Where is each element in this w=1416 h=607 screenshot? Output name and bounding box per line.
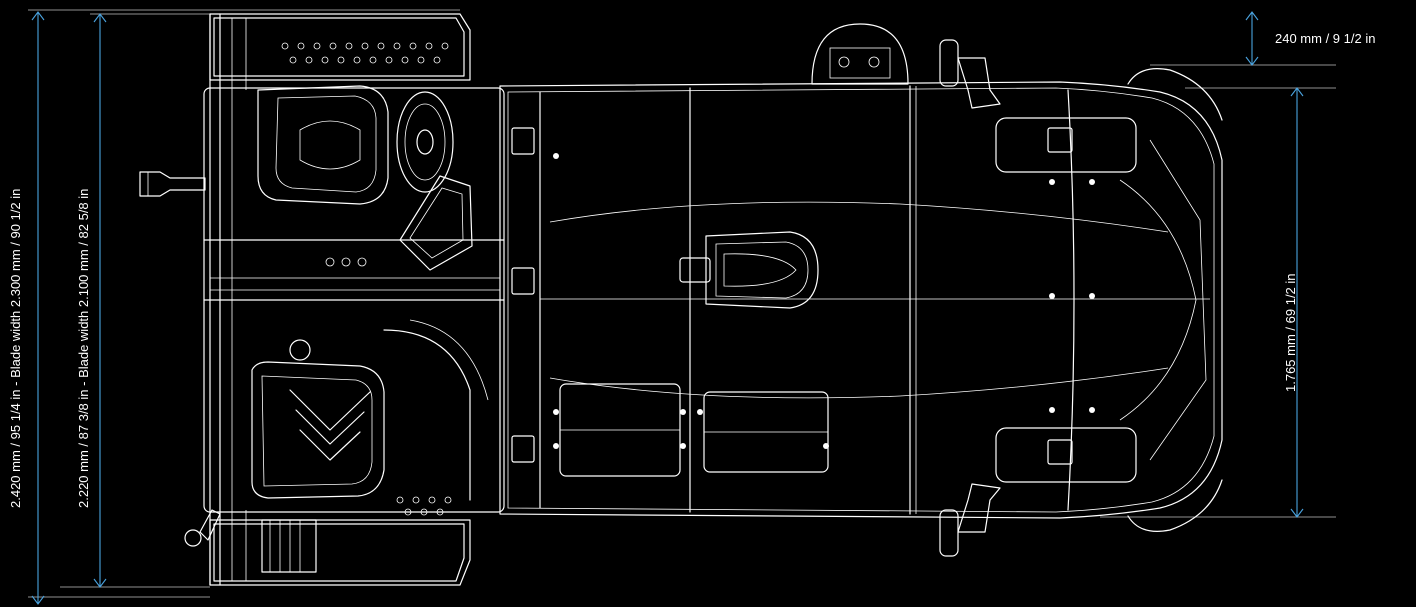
overall-width-label: 2.420 mm / 95 1/4 in - Blade width 2.300… [8, 189, 23, 508]
steering-wheel [396, 91, 454, 193]
step-plate-top [281, 42, 449, 64]
exhaust-unit [811, 23, 909, 85]
track-width-label: 1.765 mm / 69 1/2 in [1283, 273, 1298, 392]
dimension-offset: 240 mm / 9 1/2 in [1150, 11, 1375, 66]
mirror-bottom [939, 483, 1001, 557]
offset-label: 240 mm / 9 1/2 in [1275, 31, 1375, 46]
vehicle-body [499, 81, 1223, 519]
front-bumper [1127, 68, 1223, 532]
inner-width-label: 2.220 mm / 87 3/8 in - Blade width 2.100… [76, 189, 91, 508]
driver-seat [257, 85, 389, 205]
mirror-top [939, 39, 1001, 109]
dimension-overall-width: 2.420 mm / 95 1/4 in - Blade width 2.300… [8, 9, 460, 605]
passenger-seat [251, 361, 385, 499]
headlight-bottom [995, 427, 1137, 483]
air-intake [679, 231, 819, 309]
cab-area [203, 85, 505, 513]
dimension-track-width: 1.765 mm / 69 1/2 in [1100, 87, 1336, 518]
headlight-top [995, 117, 1137, 173]
dimension-inner-width: 2.220 mm / 87 3/8 in - Blade width 2.100… [60, 13, 210, 588]
